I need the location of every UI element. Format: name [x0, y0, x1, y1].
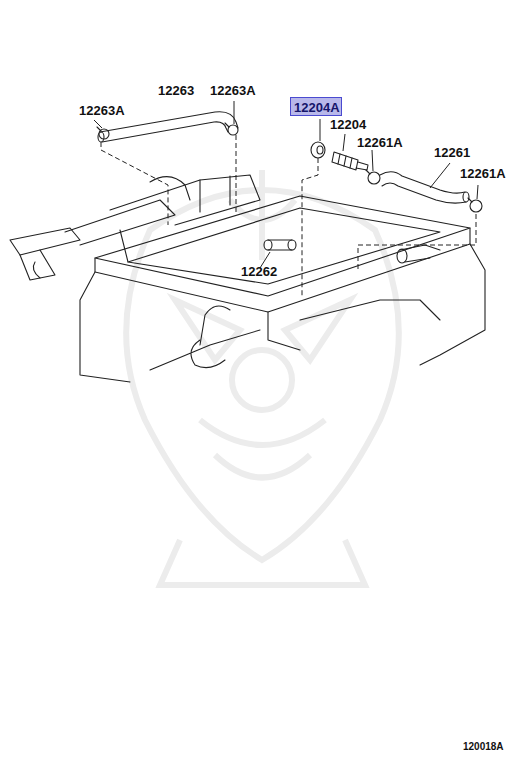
callout-number: 12262	[241, 265, 277, 278]
callout-number: 12261	[434, 146, 470, 159]
callout-number: 12261A	[460, 167, 506, 180]
callout-number: 12263A	[210, 84, 256, 97]
watermark	[126, 170, 399, 585]
highlight-box: 12204A	[290, 97, 342, 116]
callout-number: 12261A	[357, 136, 403, 149]
callout-number: 12263	[158, 84, 194, 97]
callout-number: 12204	[330, 118, 366, 131]
callout-number: 12204A	[294, 101, 338, 114]
callout-number: 12263A	[79, 104, 125, 117]
figure-number: 120018A	[463, 742, 504, 752]
